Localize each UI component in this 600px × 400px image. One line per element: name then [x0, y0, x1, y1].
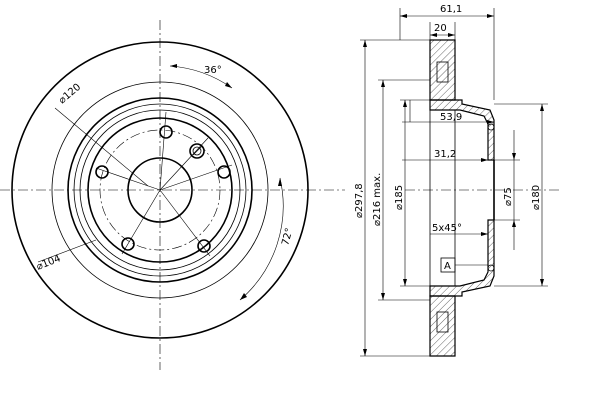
angle-arc-72 — [239, 177, 284, 301]
angle-label-72: 72° — [280, 227, 295, 247]
dim-chamfer: 5x45° — [432, 223, 462, 234]
hat-ring-4 — [87, 117, 233, 263]
dia-120-label: ⌀120 — [57, 82, 83, 107]
datum-label: A — [444, 261, 451, 272]
locating-screw — [189, 143, 205, 159]
dia-104-label: ⌀104 — [35, 253, 62, 273]
dim-dia-75: ⌀75 — [503, 187, 514, 206]
section-bolt-top — [487, 123, 495, 131]
dim-dia-185: ⌀185 — [394, 185, 405, 210]
dim-dia-180: ⌀180 — [531, 185, 542, 210]
disc-section-top — [429, 39, 456, 101]
dim-total-width: 61,1 — [440, 4, 462, 15]
dim-disc-thickness: 20 — [434, 23, 447, 34]
section-bolt-bottom — [487, 264, 495, 272]
dia-104-value: 104 — [41, 253, 63, 270]
bolt-circle — [99, 129, 221, 251]
dim-depth-31-2: 31,2 — [434, 149, 456, 160]
bolt-hole — [121, 237, 135, 251]
bolt-hole — [217, 165, 231, 179]
bolt-hole — [159, 125, 173, 139]
hat-ring-1 — [67, 97, 253, 283]
friction-ring-inner — [51, 81, 269, 299]
locating-screw-inner — [192, 146, 202, 156]
disc-section-bottom — [429, 295, 456, 357]
angle-label-36: 36° — [204, 65, 222, 76]
dim-dia-216: ⌀216 max. — [372, 173, 383, 226]
dim-dia-297-8: ⌀297,8 — [354, 183, 365, 218]
hat-ring-2 — [73, 103, 247, 277]
hat-ring-3 — [79, 109, 241, 271]
front-view: 36° 72° ⌀120 ⌀104 — [0, 20, 345, 370]
disc-outer-edge — [11, 41, 309, 339]
bolt-hole — [197, 239, 211, 253]
section-view: 61,1 20 53,9 31,2 5x45° A ⌀297,8 — [354, 4, 560, 357]
bolt-hole — [95, 165, 109, 179]
angle-arc-36 — [169, 65, 233, 89]
dia-120-value: 120 — [61, 82, 83, 103]
center-bore — [127, 157, 193, 223]
dim-depth-53-9: 53,9 — [440, 112, 462, 123]
